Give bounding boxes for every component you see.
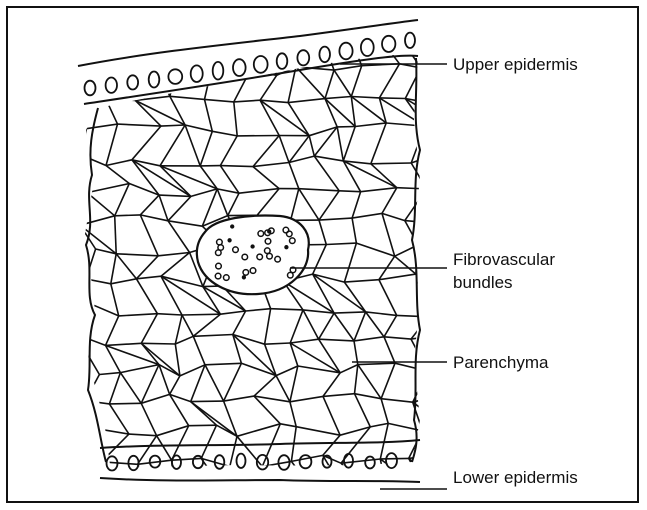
- label-parenchyma: Parenchyma: [453, 352, 548, 373]
- lower-epidermis-layer: [100, 440, 420, 482]
- label-fibrovascular: Fibrovascular: [453, 249, 555, 270]
- label-lower-epidermis: Lower epidermis: [453, 467, 578, 488]
- label-bundles: bundles: [453, 272, 513, 293]
- label-upper-epidermis: Upper epidermis: [453, 54, 578, 75]
- upper-epidermis-layer: [78, 20, 418, 104]
- fibrovascular-bundle: [197, 216, 309, 295]
